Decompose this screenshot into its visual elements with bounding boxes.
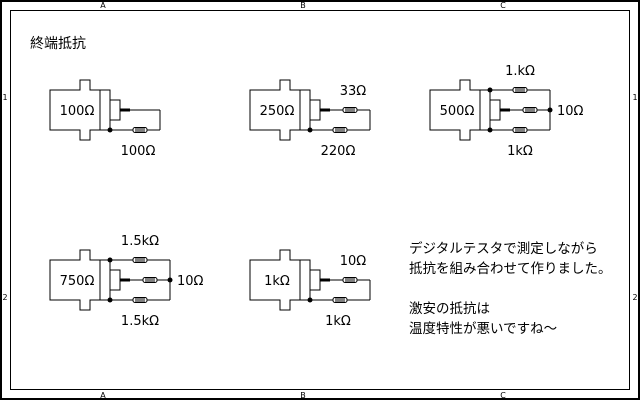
junction-dot xyxy=(307,127,313,133)
resistor-label-middle: 10Ω xyxy=(177,274,204,289)
resistor-label-top: 1.5kΩ xyxy=(121,234,159,249)
plug-housing xyxy=(299,89,311,131)
junction-dot xyxy=(487,87,493,93)
inner-frame xyxy=(10,10,630,390)
junction-dot xyxy=(107,257,113,263)
resistor-label-bottom: 1.5kΩ xyxy=(121,314,159,329)
resistor-label-bottom: 220Ω xyxy=(321,144,356,159)
resistor-label-middle: 10Ω xyxy=(557,104,584,119)
plug-housing xyxy=(99,259,111,301)
plug-pin-box xyxy=(109,269,121,291)
circuits-group: 100Ω 100Ω 250Ω 33Ω 220Ω 500Ω 1.kΩ 10Ω 1kΩ 750Ω 1.5… xyxy=(49,64,584,329)
circuit-c100: 100Ω 100Ω xyxy=(49,79,161,159)
resistor-symbol xyxy=(330,127,350,133)
circuit-c500: 500Ω 1.kΩ 10Ω 1kΩ xyxy=(429,64,584,159)
plug-housing xyxy=(299,259,311,301)
junction-dot xyxy=(167,277,173,283)
junction-dot xyxy=(107,127,113,133)
row-label-left-1: 1 xyxy=(2,93,7,102)
plug-pin-box xyxy=(309,269,321,291)
resistor-label-top: 10Ω xyxy=(340,254,367,269)
column-label-top-a: A xyxy=(100,1,106,10)
connector-label: 250Ω xyxy=(260,104,295,119)
resistor-label-top: 33Ω xyxy=(340,84,367,99)
row-label-right-1: 1 xyxy=(632,93,637,102)
resistor-symbol xyxy=(340,107,360,113)
column-label-bottom-a: A xyxy=(100,391,106,400)
resistor-symbol xyxy=(130,257,150,263)
plug-pin-box xyxy=(109,99,121,121)
resistor-symbol xyxy=(510,127,530,133)
resistor-symbol xyxy=(140,277,160,283)
circuit-c1k: 1kΩ 10Ω 1kΩ xyxy=(249,249,371,329)
resistor-label-bottom: 1kΩ xyxy=(325,314,351,329)
resistor-label-top: 1.kΩ xyxy=(505,64,535,79)
sheet-title: 終端抵抗 xyxy=(30,36,86,52)
plug-housing xyxy=(99,89,111,131)
note-text: デジタルテスタで測定しながら 抵抗を組み合わせて作りました。 激安の抵抗は 温度… xyxy=(409,240,612,337)
column-label-bottom-b: B xyxy=(300,391,306,400)
note-line-2: 抵抗を組み合わせて作りました。 xyxy=(409,261,612,277)
plug-housing xyxy=(479,89,491,131)
note-line-1: デジタルテスタで測定しながら xyxy=(409,240,598,257)
resistor-symbol xyxy=(330,297,350,303)
circuit-c750: 750Ω 1.5kΩ 10Ω 1.5kΩ xyxy=(49,234,204,329)
junction-dot xyxy=(107,297,113,303)
junction-dot xyxy=(487,127,493,133)
connector-label: 500Ω xyxy=(440,104,475,119)
plug-pin-box xyxy=(489,99,501,121)
resistor-symbol xyxy=(130,127,150,133)
row-label-right-2: 2 xyxy=(632,293,637,302)
resistor-symbol xyxy=(510,87,530,93)
connector-label: 100Ω xyxy=(60,104,95,119)
column-label-bottom-c: C xyxy=(500,391,506,400)
resistor-label-bottom: 100Ω xyxy=(121,144,156,159)
row-label-left-2: 2 xyxy=(2,293,7,302)
connector-label: 1kΩ xyxy=(264,274,290,289)
resistor-symbol xyxy=(520,107,540,113)
junction-dot xyxy=(547,107,553,113)
junction-dot xyxy=(307,297,313,303)
note-line-5: 温度特性が悪いですね～ xyxy=(409,321,557,337)
resistor-label-bottom: 1kΩ xyxy=(507,144,533,159)
column-label-top-c: C xyxy=(500,1,506,10)
connector-label: 750Ω xyxy=(60,274,95,289)
note-line-4: 激安の抵抗は xyxy=(409,301,490,317)
column-label-top-b: B xyxy=(300,1,306,10)
plug-pin-box xyxy=(309,99,321,121)
resistor-symbol xyxy=(340,277,360,283)
resistor-symbol xyxy=(130,297,150,303)
circuit-c250: 250Ω 33Ω 220Ω xyxy=(249,79,371,159)
